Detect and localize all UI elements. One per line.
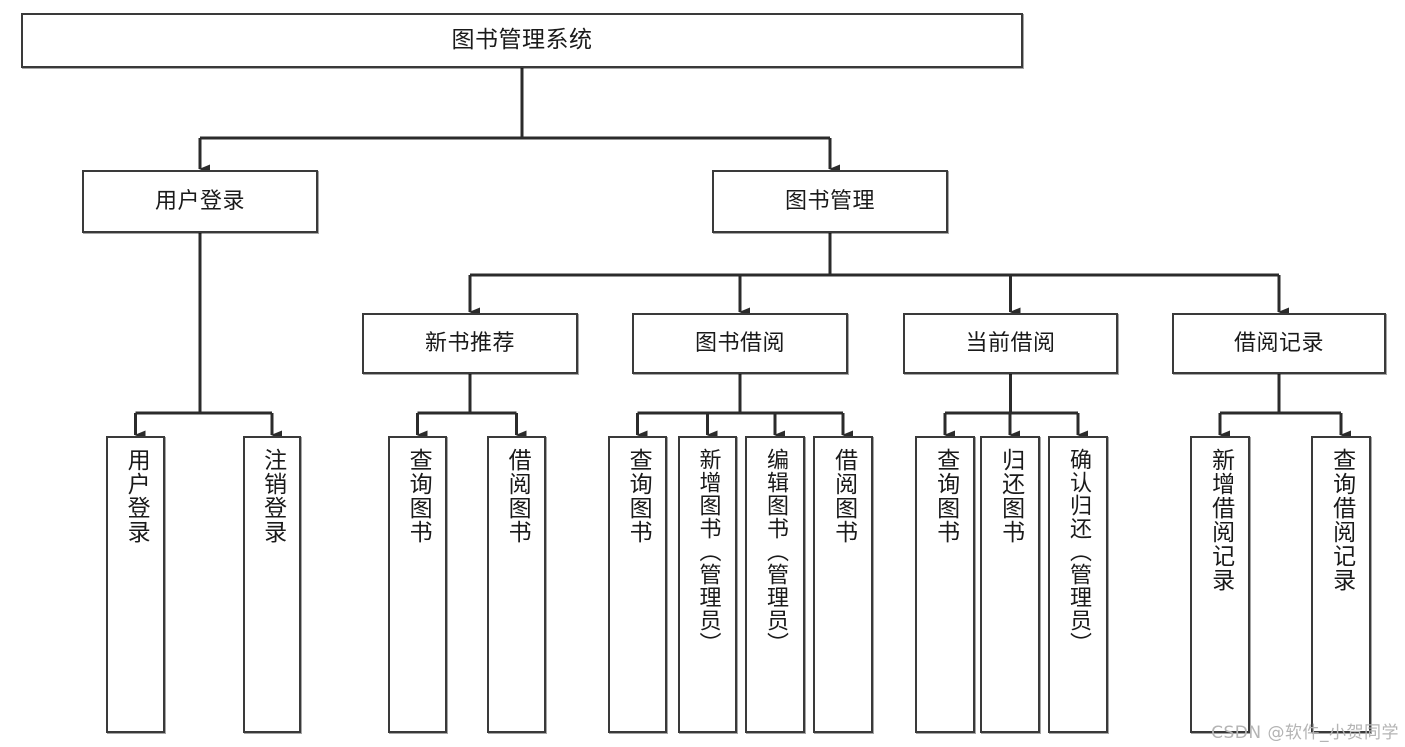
node-leaf-leaf-user-login[interactable]: 用户登录 bbox=[106, 436, 165, 733]
node-leaf-label: 查询图书 bbox=[405, 448, 432, 544]
node-leaf-leaf-edit-book-admin[interactable]: 编辑图书（管理员） bbox=[745, 436, 805, 733]
node-level3-label: 新书推荐 bbox=[424, 330, 515, 356]
node-leaf-leaf-confirm-return-admin[interactable]: 确认归还（管理员） bbox=[1048, 436, 1108, 733]
node-level3-label: 借阅记录 bbox=[1233, 330, 1324, 356]
node-level3-new-book-recommend[interactable]: 新书推荐 bbox=[362, 313, 578, 374]
node-leaf-leaf-return-book[interactable]: 归还图书 bbox=[980, 436, 1040, 733]
node-root[interactable]: 图书管理系统 bbox=[21, 13, 1023, 68]
node-leaf-label: 借阅图书 bbox=[504, 448, 531, 544]
node-level2-book-manage[interactable]: 图书管理 bbox=[712, 170, 948, 233]
node-leaf-label: 确认归还（管理员） bbox=[1065, 448, 1091, 655]
node-level3-label: 图书借阅 bbox=[694, 330, 785, 356]
node-level3-current-borrow[interactable]: 当前借阅 bbox=[903, 313, 1118, 374]
node-leaf-label: 查询图书 bbox=[932, 448, 959, 544]
node-leaf-label: 注销登录 bbox=[259, 448, 286, 544]
node-leaf-label: 编辑图书（管理员） bbox=[762, 448, 788, 655]
node-leaf-label: 新增图书（管理员） bbox=[695, 448, 721, 655]
node-leaf-leaf-add-book-admin[interactable]: 新增图书（管理员） bbox=[678, 436, 737, 733]
node-leaf-label: 查询借阅记录 bbox=[1328, 448, 1355, 592]
node-level2-label: 图书管理 bbox=[784, 188, 875, 214]
node-leaf-leaf-query-book-borrow[interactable]: 查询图书 bbox=[608, 436, 667, 733]
node-leaf-label: 用户登录 bbox=[123, 448, 150, 544]
node-leaf-leaf-borrow-book-rec[interactable]: 借阅图书 bbox=[487, 436, 546, 733]
node-leaf-label: 查询图书 bbox=[625, 448, 652, 544]
node-level3-label: 当前借阅 bbox=[965, 330, 1056, 356]
node-leaf-leaf-add-borrow-record[interactable]: 新增借阅记录 bbox=[1190, 436, 1250, 733]
node-leaf-leaf-logout-login[interactable]: 注销登录 bbox=[243, 436, 301, 733]
node-leaf-leaf-query-book-current[interactable]: 查询图书 bbox=[915, 436, 975, 733]
node-leaf-label: 新增借阅记录 bbox=[1207, 448, 1234, 592]
node-leaf-leaf-query-borrow-record[interactable]: 查询借阅记录 bbox=[1311, 436, 1371, 733]
node-level2-user-login[interactable]: 用户登录 bbox=[82, 170, 318, 233]
node-level3-borrow-record[interactable]: 借阅记录 bbox=[1172, 313, 1386, 374]
node-level2-label: 用户登录 bbox=[154, 188, 245, 214]
node-leaf-label: 归还图书 bbox=[997, 448, 1024, 544]
node-leaf-leaf-query-book-rec[interactable]: 查询图书 bbox=[388, 436, 447, 733]
node-leaf-label: 借阅图书 bbox=[830, 448, 857, 544]
node-leaf-leaf-borrow-book-borrow[interactable]: 借阅图书 bbox=[813, 436, 873, 733]
node-level3-book-borrow[interactable]: 图书借阅 bbox=[632, 313, 848, 374]
watermark: CSDN @软件_小贺同学 bbox=[1211, 723, 1399, 743]
node-root-label: 图书管理系统 bbox=[451, 27, 593, 54]
